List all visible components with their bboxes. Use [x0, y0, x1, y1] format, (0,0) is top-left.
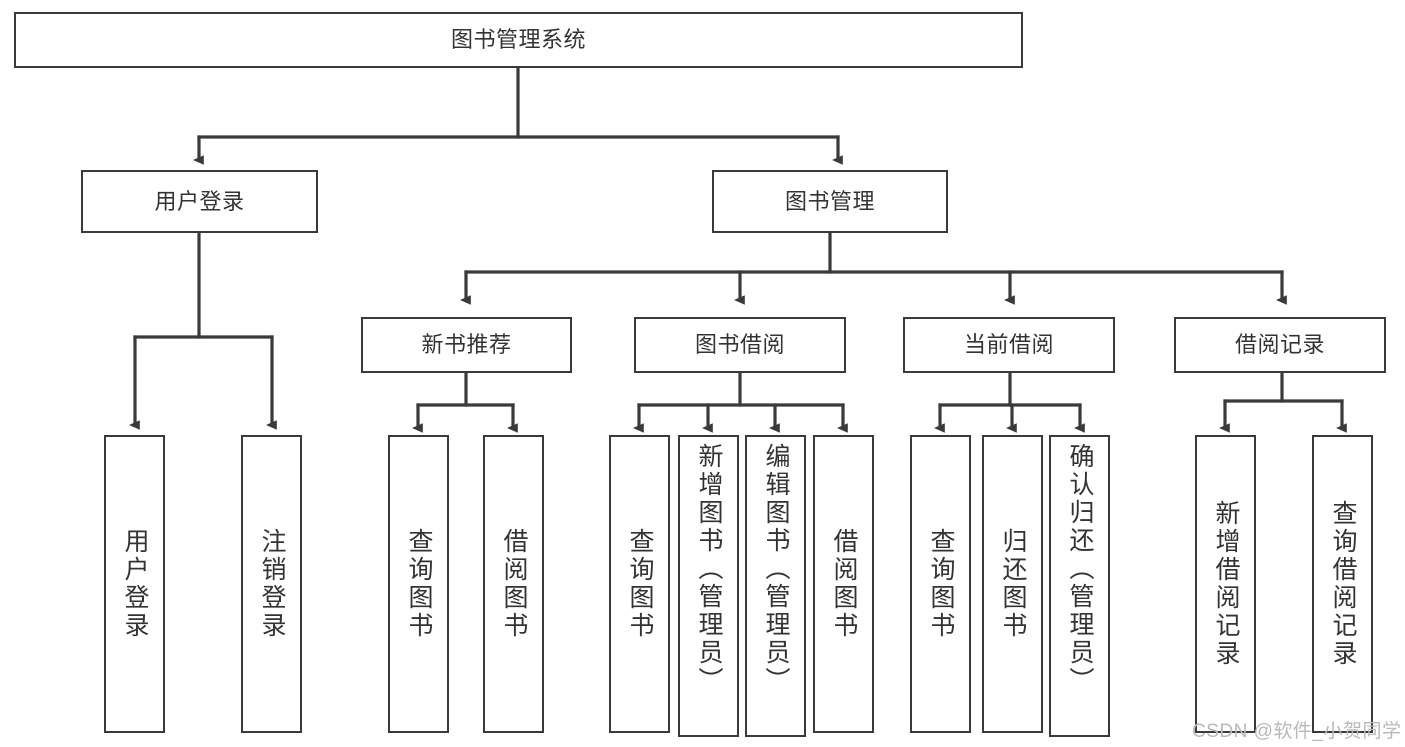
node-label: 注销登录 — [258, 528, 286, 640]
node-label: 新增图书（管理员） — [695, 443, 723, 695]
node-label: 新增借阅记录 — [1212, 500, 1240, 668]
csdn-watermark: CSDN @软件_小贺同学 — [1192, 721, 1402, 742]
leaf-add-book-admin[interactable]: 新增图书（管理员） — [678, 435, 739, 737]
leaf-return-books[interactable]: 归还图书 — [982, 435, 1043, 733]
leaf-query-books-bb[interactable]: 查询图书 — [609, 435, 670, 733]
leaf-edit-book-admin[interactable]: 编辑图书（管理员） — [745, 435, 806, 737]
node-label: 图书借阅 — [694, 332, 785, 358]
node-label: 借阅图书 — [830, 528, 858, 640]
node-borrowing-record[interactable]: 借阅记录 — [1174, 317, 1386, 373]
node-label: 查询图书 — [626, 528, 654, 640]
node-new-book-recommendation[interactable]: 新书推荐 — [361, 317, 572, 373]
node-label: 借阅图书 — [500, 528, 528, 640]
node-label: 编辑图书（管理员） — [762, 443, 790, 695]
leaf-query-books-nbr[interactable]: 查询图书 — [388, 435, 449, 733]
node-label: 查询图书 — [405, 528, 433, 640]
leaf-query-books-cb[interactable]: 查询图书 — [910, 435, 971, 733]
node-label: 归还图书 — [999, 528, 1027, 640]
node-label: 借阅记录 — [1234, 332, 1325, 358]
node-label: 图书管理 — [784, 188, 875, 214]
leaf-logout[interactable]: 注销登录 — [241, 435, 302, 733]
node-label: 用户登录 — [154, 188, 245, 214]
leaf-add-borrow-record[interactable]: 新增借阅记录 — [1195, 435, 1256, 733]
node-label: 用户登录 — [121, 528, 149, 640]
node-book-management[interactable]: 图书管理 — [712, 170, 948, 233]
node-label: 当前借阅 — [963, 332, 1054, 358]
leaf-user-login[interactable]: 用户登录 — [104, 435, 165, 733]
node-label: 确认归还（管理员） — [1066, 443, 1094, 695]
node-root-book-management-system[interactable]: 图书管理系统 — [14, 12, 1023, 68]
node-label: 图书管理系统 — [450, 27, 586, 53]
leaf-confirm-return-admin[interactable]: 确认归还（管理员） — [1049, 435, 1110, 737]
node-user-login[interactable]: 用户登录 — [81, 170, 318, 233]
node-current-borrowing[interactable]: 当前借阅 — [903, 317, 1115, 373]
node-label: 新书推荐 — [421, 332, 512, 358]
node-label: 查询借阅记录 — [1329, 500, 1357, 668]
node-label: 查询图书 — [927, 528, 955, 640]
leaf-borrow-books-nbr[interactable]: 借阅图书 — [483, 435, 544, 733]
leaf-query-borrow-record[interactable]: 查询借阅记录 — [1312, 435, 1373, 733]
leaf-borrow-books-bb[interactable]: 借阅图书 — [813, 435, 874, 733]
node-book-borrowing[interactable]: 图书借阅 — [634, 317, 846, 373]
